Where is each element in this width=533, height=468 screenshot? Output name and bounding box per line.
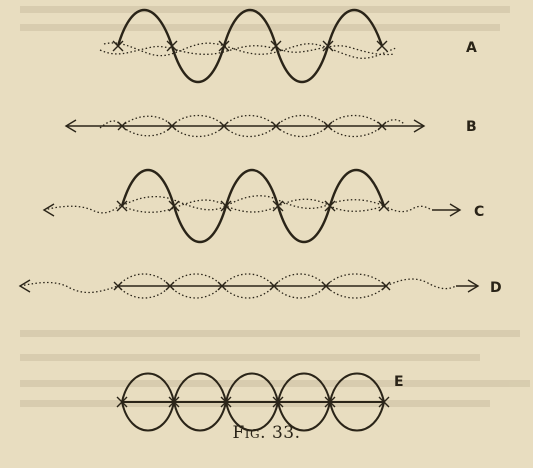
nodes-a	[112, 40, 388, 52]
nodes-c	[116, 200, 390, 212]
wave-a-dotted-2	[103, 42, 397, 59]
wave-d-dotted-lead	[19, 281, 119, 294]
panel-b: B	[64, 114, 477, 138]
node	[270, 40, 282, 52]
arrow-right-d	[467, 279, 480, 293]
node	[376, 40, 388, 52]
panel-label-c: C	[474, 204, 484, 220]
panel-a: A	[99, 8, 477, 84]
wave-c-dotted-tail	[383, 205, 433, 213]
wave-c-solid	[120, 168, 386, 244]
node	[218, 40, 230, 52]
wave-b-dotted-1	[99, 114, 405, 138]
nodes-d	[113, 281, 391, 291]
panel-label-e: E	[394, 374, 404, 390]
panel-label-a: A	[466, 40, 477, 56]
wave-a-solid	[116, 8, 384, 84]
wave-a-dotted-1	[99, 45, 396, 56]
nodes-b	[117, 121, 387, 131]
nodes-e	[116, 396, 390, 408]
panel-label-d: D	[490, 280, 502, 296]
node	[322, 40, 334, 52]
wave-c-dotted-lead	[43, 203, 123, 214]
wave-c-dotted-2	[121, 198, 385, 213]
node	[112, 40, 124, 52]
loops-e-lower	[121, 401, 385, 432]
arrow-right-c	[449, 203, 462, 217]
panel-label-b: B	[466, 119, 477, 135]
panel-d: D	[18, 273, 502, 299]
wave-c-dotted-1	[121, 195, 385, 211]
wave-d-dotted-tail	[385, 278, 457, 290]
panel-e: E	[116, 372, 404, 432]
bleed-through-text	[20, 6, 530, 407]
arrow-left-c	[42, 203, 55, 217]
loops-e-upper	[121, 372, 385, 403]
arrow-left-d	[18, 279, 31, 293]
node	[166, 40, 178, 52]
figure-caption: Fig. 33.	[232, 423, 301, 443]
arrow-right-b	[413, 119, 426, 133]
wave-b-dotted-2	[121, 114, 383, 138]
arrow-left-b	[64, 119, 77, 133]
panel-c: C	[42, 168, 484, 244]
